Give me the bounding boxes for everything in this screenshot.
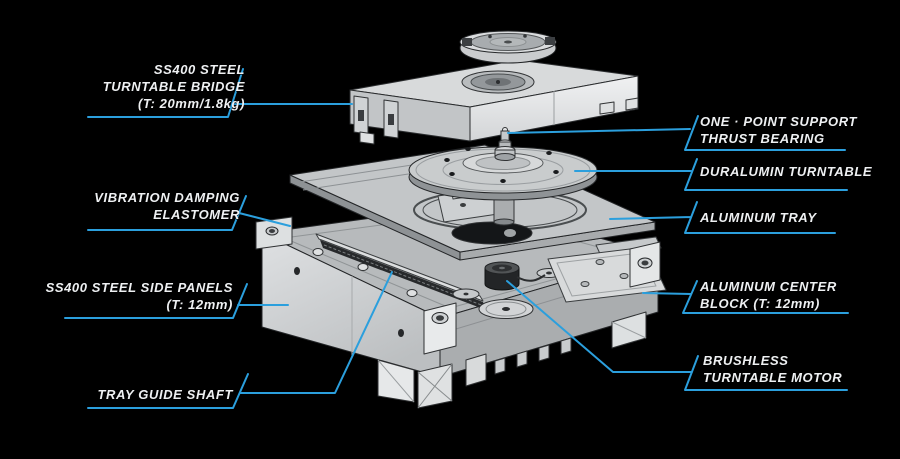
chassis-feet [377, 311, 647, 409]
callout-line-aluminum-tray [609, 201, 836, 234]
label-duralumin-turntable: DURALUMIN TURNTABLE [700, 163, 872, 180]
label-aluminum-tray: ALUMINUM TRAY [700, 209, 817, 226]
callout-line-duralumin [574, 158, 848, 191]
label-line: VIBRATION DAMPING [94, 190, 240, 205]
callout-line-side-panels [64, 283, 289, 319]
callout-line-elastomer [87, 195, 291, 231]
label-line: (T: 20mm/1.8kg) [137, 96, 245, 111]
label-thrust-bearing: ONE · POINT SUPPORT THRUST BEARING [700, 113, 857, 147]
panel-hole [294, 267, 300, 275]
callout-lines [64, 68, 849, 409]
panel-hole [398, 329, 404, 337]
label-line: ONE · POINT SUPPORT [700, 114, 858, 129]
bridge-clamp-posts [353, 95, 399, 139]
label-line: TURNTABLE BRIDGE [102, 79, 245, 94]
label-turntable-motor: BRUSHLESS TURNTABLE MOTOR [703, 352, 842, 386]
tray-guide-shaft-part [315, 233, 486, 310]
callout-line-bridge [87, 68, 353, 118]
callout-line-thrust-bearing [507, 115, 846, 151]
callout-line-guide-shaft [87, 271, 393, 409]
label-line: SS400 STEEL SIDE PANELS [45, 280, 233, 295]
label-line: TRAY GUIDE SHAFT [97, 387, 233, 402]
label-line: SS400 STEEL [153, 62, 245, 77]
callout-line-motor [506, 280, 848, 391]
thrust-bearing-spindle [494, 127, 516, 161]
callout-line-center-block [642, 280, 849, 314]
label-line: THRUST BEARING [700, 131, 825, 146]
label-line: ALUMINUM TRAY [700, 210, 817, 225]
bridge-feet [359, 97, 639, 145]
label-turntable-bridge: SS400 STEEL TURNTABLE BRIDGE (T: 20mm/1.… [103, 61, 245, 112]
label-line: BLOCK (T: 12mm) [700, 296, 820, 311]
label-line: BRUSHLESS [703, 353, 789, 368]
platter-screw-holes [444, 147, 559, 183]
label-vibration-elastomer: VIBRATION DAMPING ELASTOMER [94, 189, 240, 223]
label-line: ALUMINUM CENTER [700, 279, 837, 294]
label-line: DURALUMIN TURNTABLE [700, 164, 873, 179]
turntable-bridge-part [349, 59, 639, 145]
label-line: TURNTABLE MOTOR [703, 370, 843, 385]
label-line: ELASTOMER [153, 207, 240, 222]
label-side-panels: SS400 STEEL SIDE PANELS (T: 12mm) [46, 279, 233, 313]
label-tray-guide-shaft: TRAY GUIDE SHAFT [97, 386, 233, 403]
disc-stabilizer [459, 30, 557, 64]
label-center-block: ALUMINUM CENTER BLOCK (T: 12mm) [700, 278, 837, 312]
bearing-housing [493, 195, 515, 226]
label-line: (T: 12mm) [166, 297, 233, 312]
